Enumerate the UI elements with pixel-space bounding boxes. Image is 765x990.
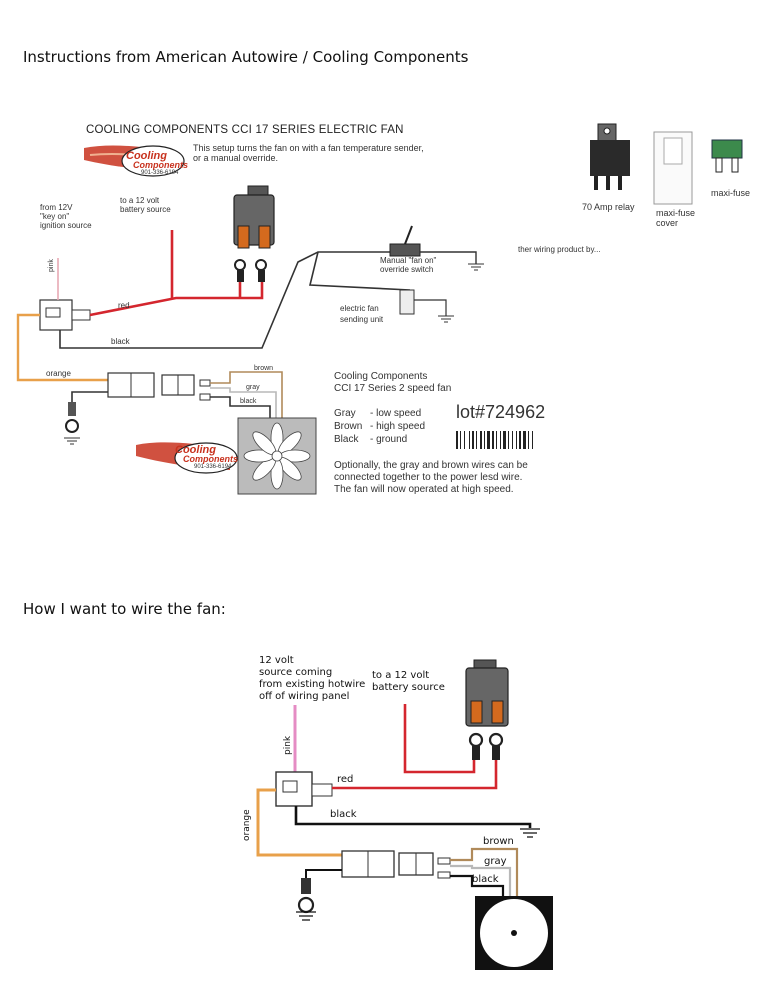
my-red-label: red <box>337 774 354 785</box>
battery-label-2: battery source <box>120 205 171 214</box>
red-wire <box>89 282 264 317</box>
orange-label-top: orange <box>46 369 71 378</box>
logo-swoosh-bottom <box>136 442 238 474</box>
fuse-cover-label-2: cover <box>656 218 679 228</box>
brown-label-top: brown <box>254 365 274 372</box>
note-3: The fan will now operated at high speed. <box>334 484 514 495</box>
sending-unit-label-1: electric fan <box>340 304 379 313</box>
fan-heading-1: Cooling Components <box>334 371 428 382</box>
logo-text-1-top: Cooling <box>126 150 167 162</box>
ignition-source-label-1: from 12V <box>40 203 73 212</box>
sending-unit-label-2: sending unit <box>340 315 384 324</box>
speed-gray: Gray <box>334 408 356 419</box>
my-orange-wire <box>256 788 342 857</box>
logo-text-1-bottom: Cooling <box>175 444 216 456</box>
manual-title: COOLING COMPONENTS CCI 17 SERIES ELECTRI… <box>86 124 404 136</box>
fan-heading-2: CCI 17 Series 2 speed fan <box>334 383 452 394</box>
ignition-source-label-3: ignition source <box>40 221 92 230</box>
ignition-source-label-2: "key on" <box>40 212 70 221</box>
my-source-label-4: off of wiring panel <box>259 691 350 702</box>
my-orange-label: orange <box>242 809 252 841</box>
maxi-fuse-label: maxi-fuse <box>711 188 751 198</box>
speed-black: Black <box>334 434 359 445</box>
my-gray-label: gray <box>484 856 507 867</box>
relay-part-label: 70 Amp relay <box>582 202 635 212</box>
orange-wire <box>16 313 108 382</box>
my-black2-label: black <box>472 874 499 885</box>
black-wire <box>59 251 390 349</box>
my-black-label: black <box>330 809 357 820</box>
note-1: Optionally, the gray and brown wires can… <box>334 460 528 471</box>
my-battery-label-2: battery source <box>372 682 445 693</box>
logo-phone-bottom: 901-336-6194 <box>194 464 232 470</box>
relay-part-icon <box>590 123 630 190</box>
heading-instructions: Instructions from American Autowire / Co… <box>23 48 469 66</box>
my-red-wire <box>332 760 498 790</box>
logo-text-2-bottom: Components <box>183 454 238 464</box>
battery-label-1: to a 12 volt <box>120 196 160 205</box>
barcode <box>456 431 533 449</box>
heading-my-wiring: How I want to wire the fan: <box>23 600 226 618</box>
my-pink-label: pink <box>283 735 293 755</box>
speed-black-desc: - ground <box>370 434 408 445</box>
logo-phone-top: 901-336-6194 <box>141 170 179 176</box>
black-label-top: black <box>111 337 130 346</box>
black2-label-top: black <box>240 398 257 405</box>
lot-number: lot#724962 <box>456 402 546 422</box>
other-wiring-text: ther wiring product by... <box>518 245 601 254</box>
red-label-top: red <box>118 301 130 310</box>
my-source-label-1: 12 volt <box>259 655 294 666</box>
sending-unit <box>399 289 415 315</box>
my-source-label-2: source coming <box>259 667 333 678</box>
my-battery-label-1: to a 12 volt <box>372 670 430 681</box>
manual-intro-2: or a manual override. <box>193 153 279 163</box>
my-relay <box>465 659 509 760</box>
note-2: connected together to the power lesd wir… <box>334 472 523 483</box>
my-black-wire <box>294 806 532 828</box>
fuse-cover-label-1: maxi-fuse <box>656 208 696 218</box>
override-label-2: override switch <box>380 265 434 274</box>
speed-brown-desc: - high speed <box>370 421 426 432</box>
logo-text-2-top: Components <box>133 160 188 170</box>
gray-label-top: gray <box>246 384 260 391</box>
logo-swoosh-top <box>84 145 185 177</box>
relay-top <box>233 185 275 282</box>
my-source-label-3: from existing hotwire <box>259 679 366 690</box>
my-brown-label: brown <box>483 836 514 847</box>
fuse-cover-icon <box>653 131 693 205</box>
speed-gray-desc: - low speed <box>370 408 422 419</box>
speed-brown: Brown <box>334 421 363 432</box>
manual-intro-1: This setup turns the fan on with a fan t… <box>193 143 424 153</box>
override-label-1: Manual "fan on" <box>380 256 437 265</box>
maxi-fuse-icon <box>711 139 743 173</box>
